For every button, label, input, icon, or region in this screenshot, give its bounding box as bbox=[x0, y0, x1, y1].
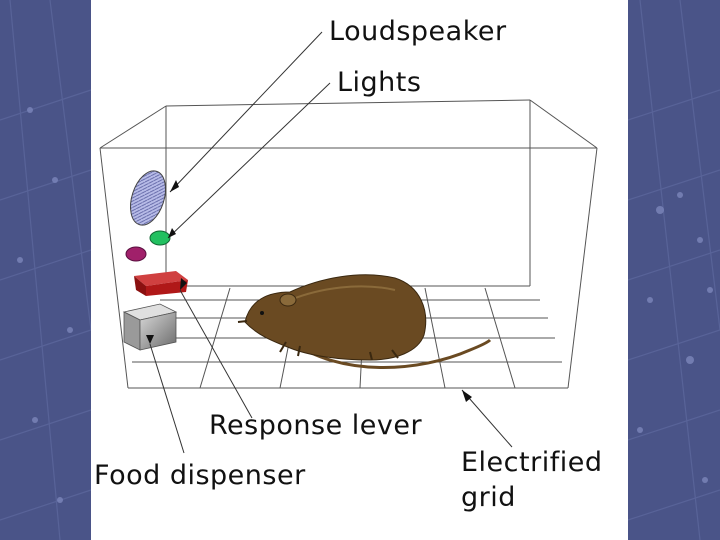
purple-light bbox=[126, 247, 146, 261]
electrified-grid-label: Electrified grid bbox=[461, 445, 602, 515]
food-dispenser-label: Food dispenser bbox=[94, 460, 306, 492]
green-light bbox=[150, 231, 170, 245]
rat-illustration bbox=[238, 275, 490, 368]
response-lever-label: Response lever bbox=[209, 410, 422, 442]
lights-label: Lights bbox=[337, 67, 421, 99]
electrified-grid-label-line2: grid bbox=[461, 480, 602, 515]
response-lever-component bbox=[134, 271, 188, 296]
loudspeaker-label: Loudspeaker bbox=[329, 16, 507, 48]
pointer-lines bbox=[150, 32, 512, 453]
electrified-grid-label-line1: Electrified bbox=[461, 445, 602, 480]
loudspeaker-component bbox=[124, 166, 172, 229]
